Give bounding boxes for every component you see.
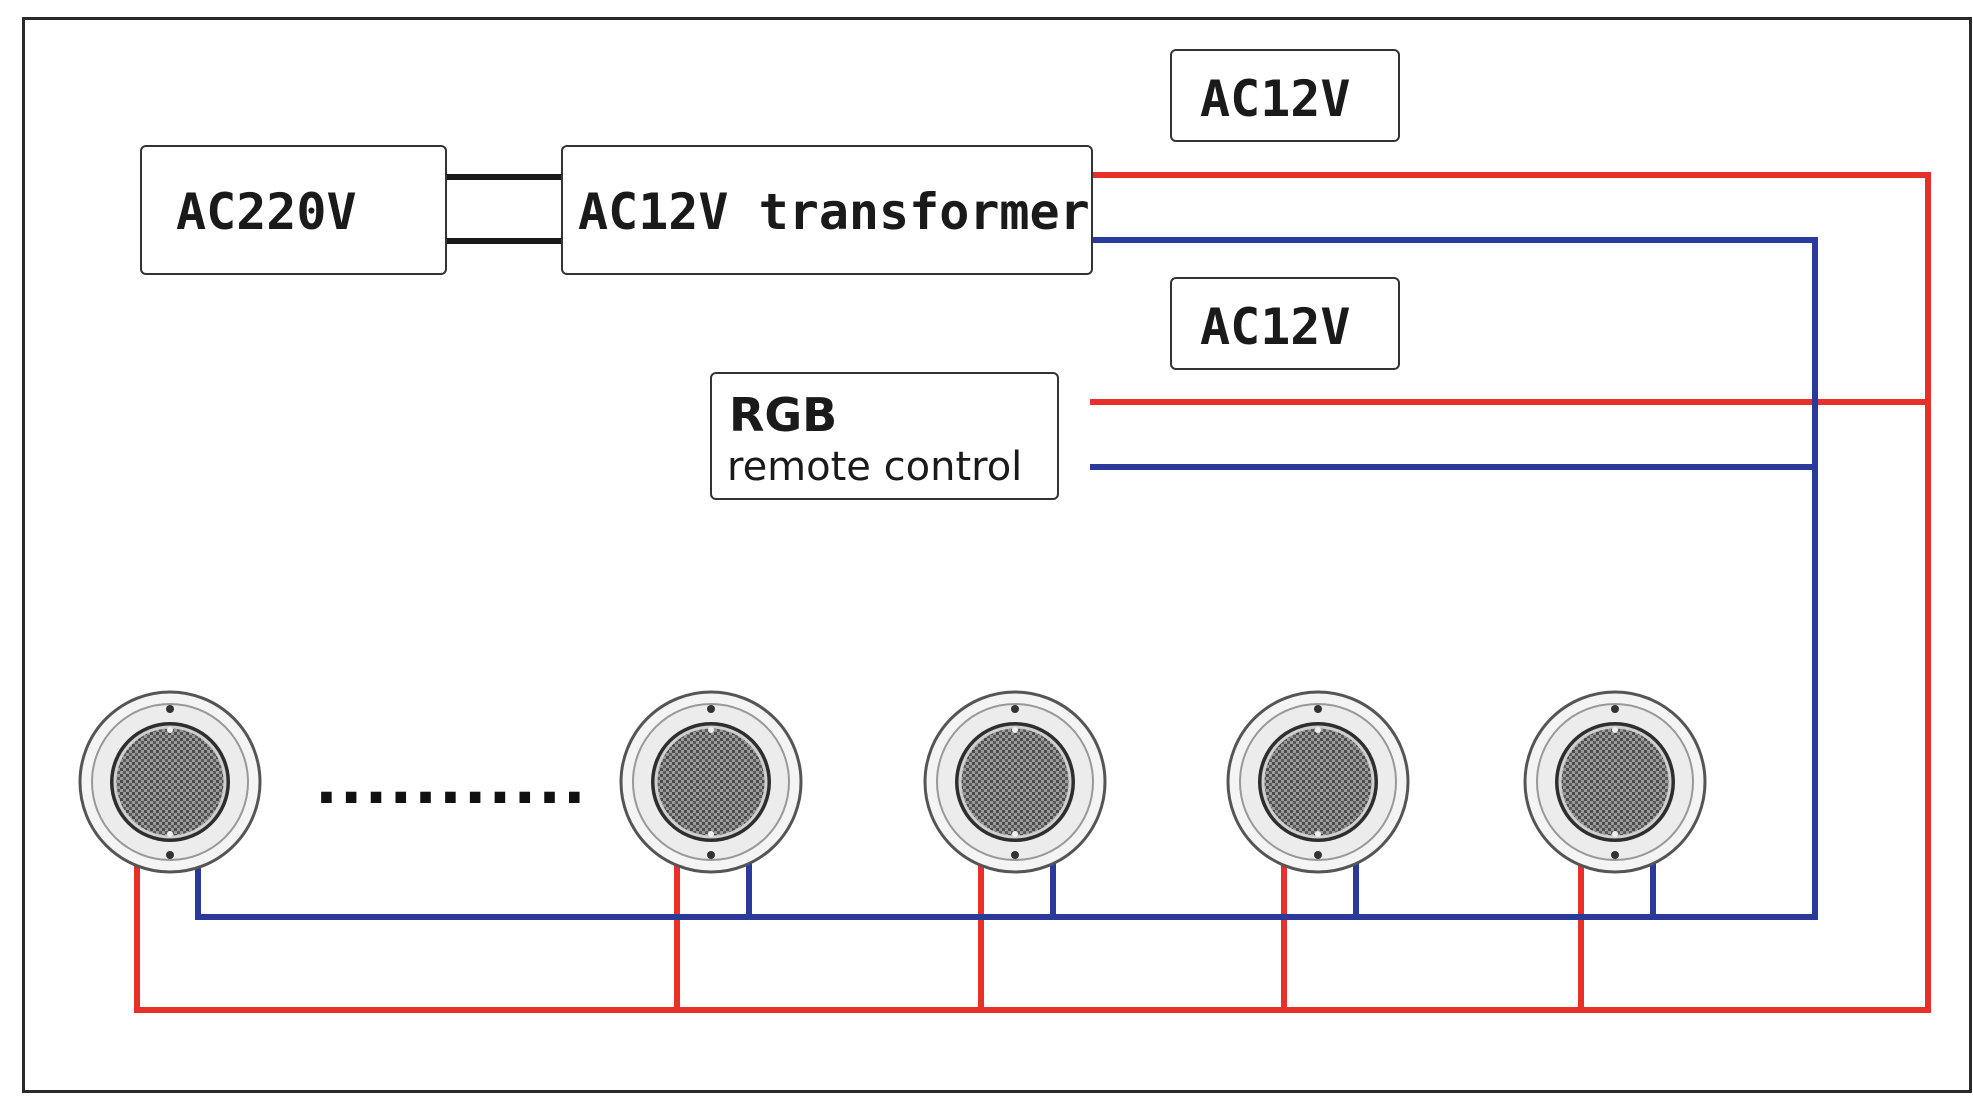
ac220v-box: AC220V [140, 145, 447, 275]
pool-light-1 [78, 690, 262, 874]
light-inner-dot-bottom [1315, 831, 1321, 837]
light-lens-grille [113, 725, 227, 839]
neutral-wires [195, 237, 1818, 920]
light-lens-grille [1261, 725, 1375, 839]
pool-light-2 [619, 690, 803, 874]
live-wires [134, 172, 1931, 1013]
light-inner-dot-bottom [1612, 831, 1618, 837]
light-inner-dot-top [1612, 727, 1618, 733]
ac12v-top-box: AC12V [1170, 49, 1400, 142]
light-inner-dot-bottom [708, 831, 714, 837]
light-screw-bottom [707, 851, 715, 859]
transformer-box: AC12V transformer [561, 145, 1093, 275]
light-screw-top [1314, 705, 1322, 713]
pool-light-3 [923, 690, 1107, 874]
transformer-label: AC12V transformer [578, 183, 1090, 241]
ac12v-mid-label: AC12V [1200, 298, 1351, 356]
neutral-wire-main [195, 237, 1818, 920]
ac220v-label: AC220V [176, 183, 357, 241]
light-inner-dot-top [1315, 727, 1321, 733]
light-screw-bottom [1314, 851, 1322, 859]
pool-light-5 [1523, 690, 1707, 874]
more-lights-ellipsis: ........... [315, 748, 588, 818]
rgb-label: RGB [729, 388, 838, 442]
remote-control-label: remote control [727, 444, 1023, 490]
live-wire-main [134, 172, 1931, 1013]
light-lens-grille [958, 725, 1072, 839]
light-inner-dot-top [1012, 727, 1018, 733]
light-lens-grille [1558, 725, 1672, 839]
light-inner-dot-top [708, 727, 714, 733]
lights-group [78, 690, 1707, 874]
mains-link-wires [447, 174, 561, 244]
light-screw-top [1611, 705, 1619, 713]
ac12v-mid-box: AC12V [1170, 277, 1400, 370]
light-inner-dot-top [167, 727, 173, 733]
light-screw-bottom [1611, 851, 1619, 859]
light-screw-top [1011, 705, 1019, 713]
light-screw-top [707, 705, 715, 713]
light-screw-bottom [1011, 851, 1019, 859]
light-lens-grille [654, 725, 768, 839]
light-screw-top [166, 705, 174, 713]
pool-light-4 [1226, 690, 1410, 874]
light-screw-bottom [166, 851, 174, 859]
light-inner-dot-bottom [1012, 831, 1018, 837]
light-inner-dot-bottom [167, 831, 173, 837]
ac12v-top-label: AC12V [1200, 70, 1351, 128]
rgb-remote-box: RGB remote control [710, 372, 1059, 500]
